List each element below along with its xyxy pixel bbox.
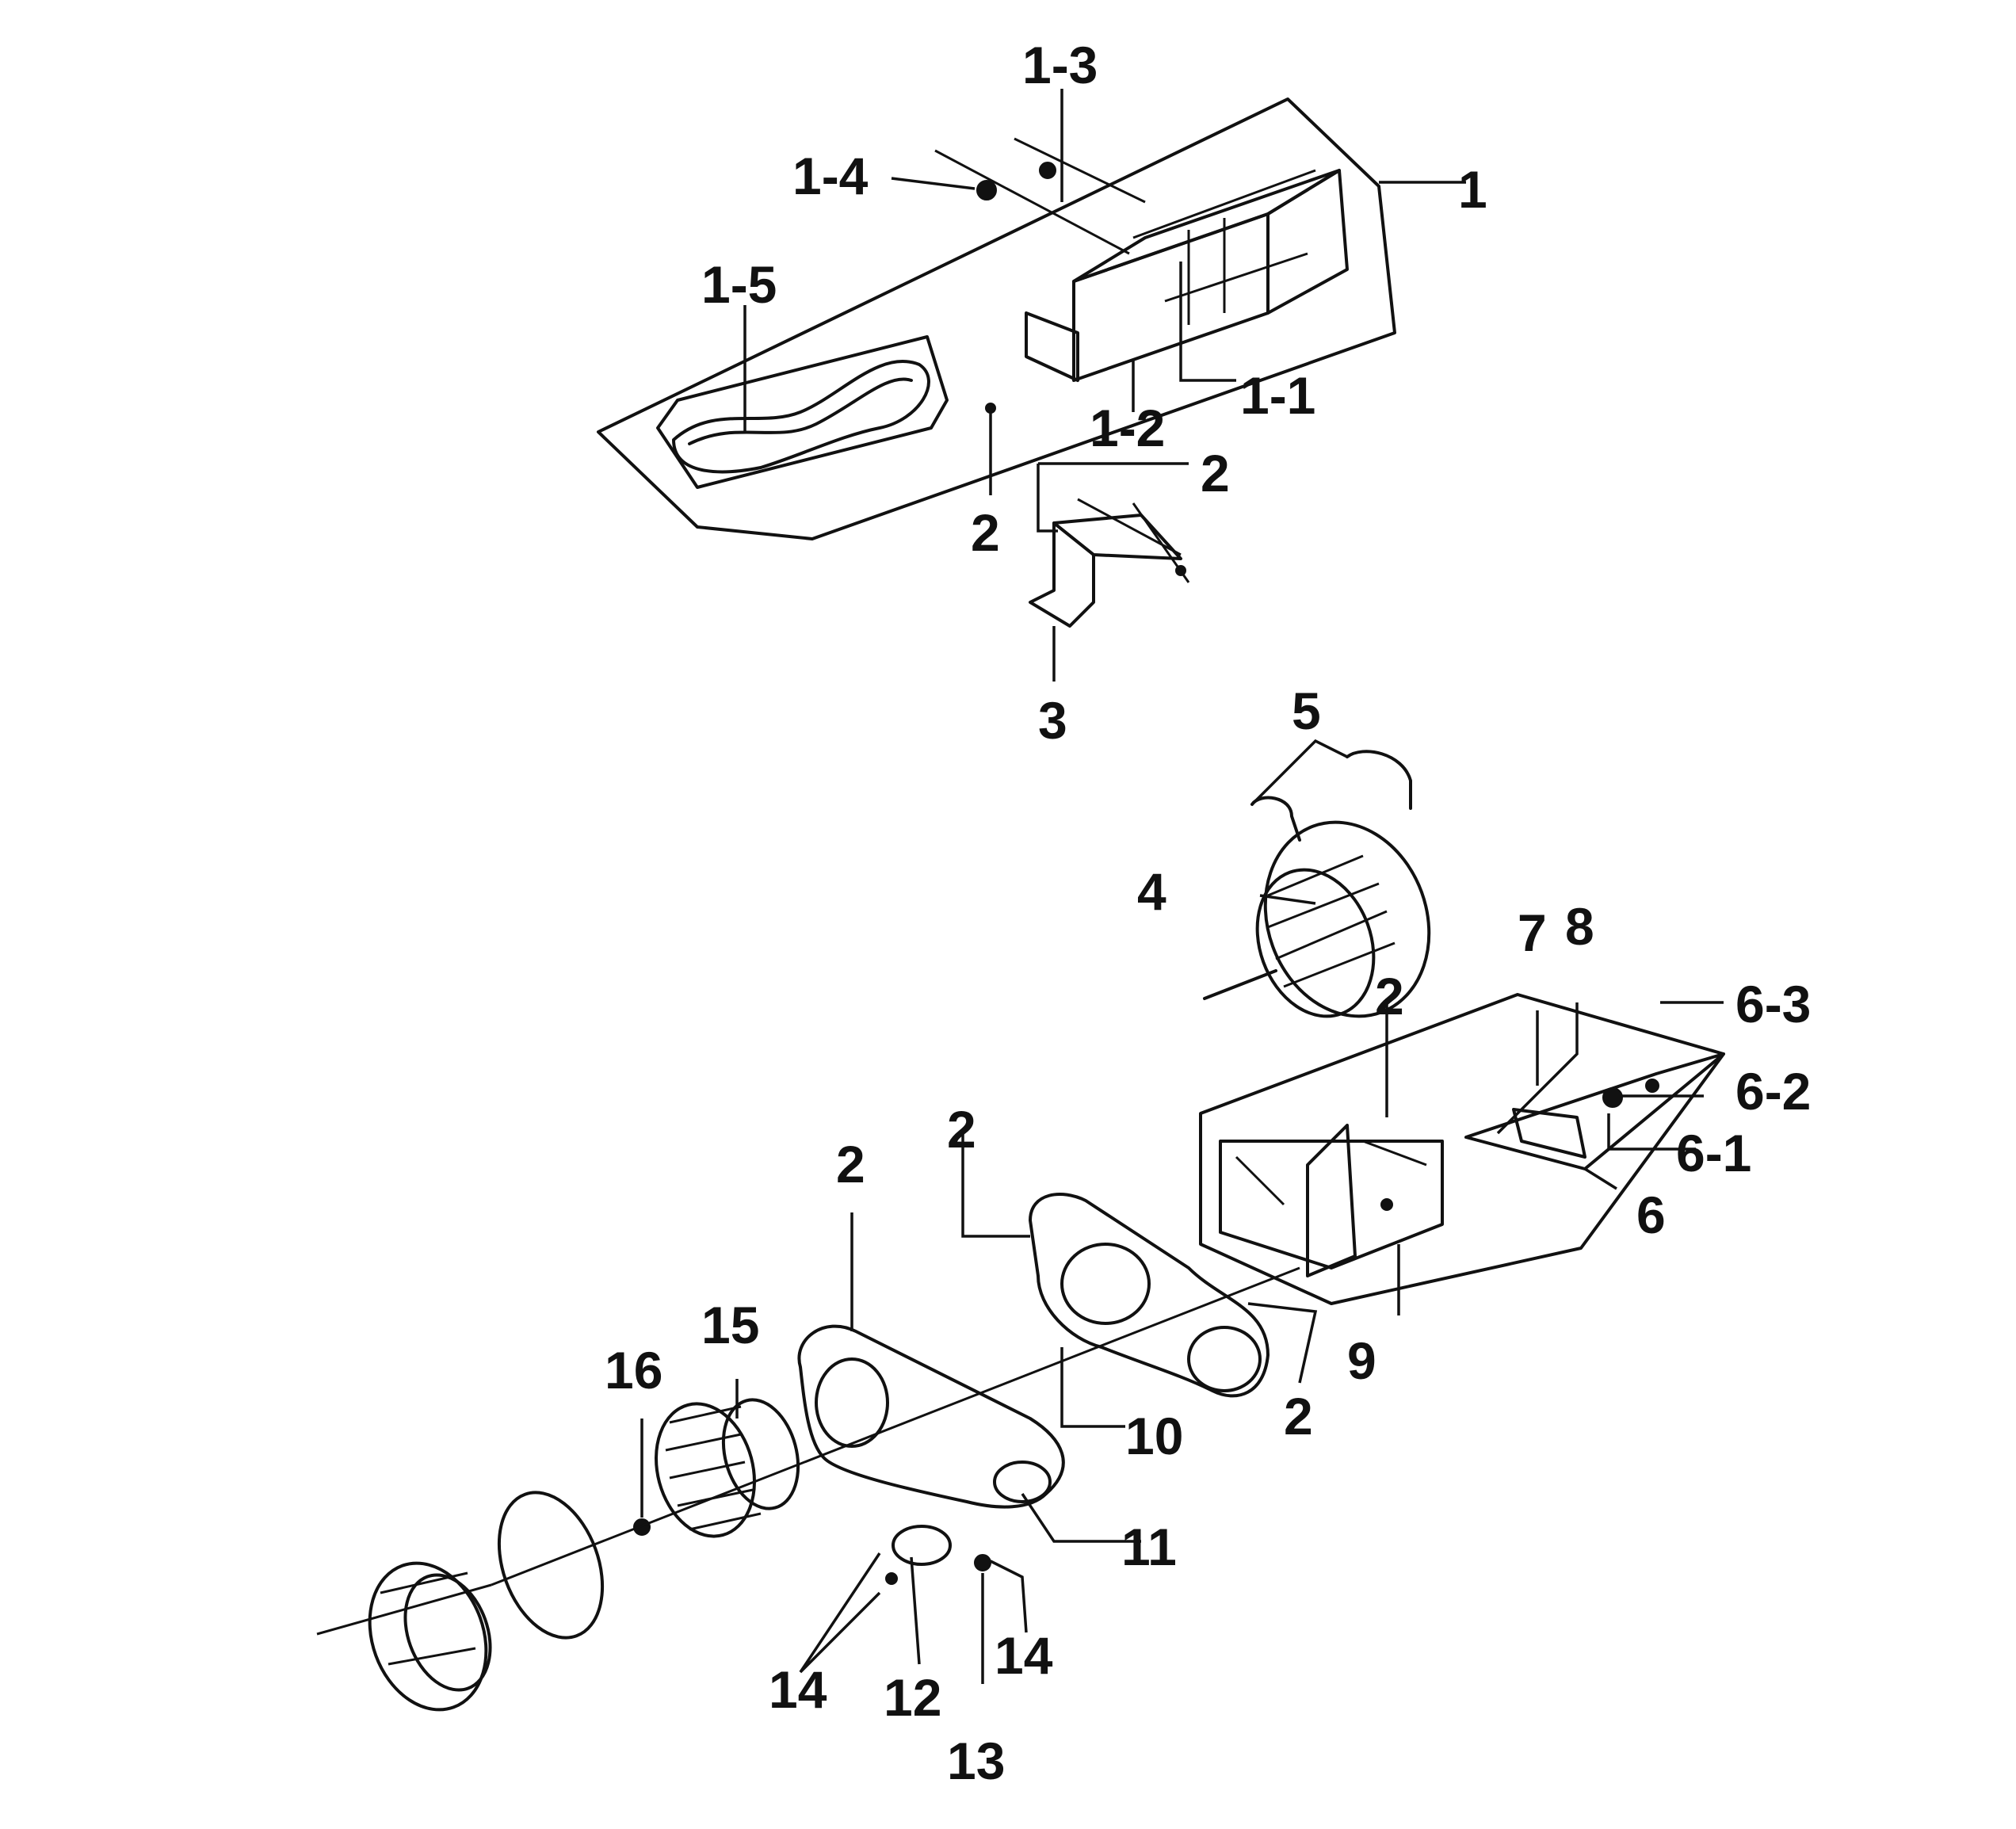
heater-housing: [1025, 169, 1349, 382]
label-10: 10: [1125, 1407, 1183, 1465]
label-11: 11: [1121, 1518, 1177, 1576]
heater-assembly-outline: [597, 97, 1396, 540]
label-7: 7: [1518, 903, 1547, 962]
bearing-13: [974, 1554, 991, 1571]
label-6-1: 6-1: [1676, 1124, 1751, 1182]
label-3: 3: [1038, 691, 1067, 750]
label-8: 8: [1565, 897, 1594, 956]
label-14-right: 14: [995, 1626, 1053, 1685]
callouts: 1-3 1-4 1 1-5 1-1 1-2 2 2 3 5 4 7 8 2 6-…: [605, 36, 1811, 1790]
heater-coil-1-5: [656, 335, 949, 489]
label-2-top-left: 2: [971, 503, 1000, 562]
label-1: 1: [1458, 160, 1487, 219]
label-5: 5: [1292, 682, 1321, 740]
label-16: 16: [605, 1341, 662, 1399]
label-14-left: 14: [769, 1660, 827, 1719]
label-2-motor: 2: [1375, 967, 1404, 1025]
blower-cover-11: [797, 1324, 1065, 1509]
label-6-2: 6-2: [1735, 1062, 1811, 1121]
label-15: 15: [701, 1296, 759, 1354]
front-cover: [368, 1561, 492, 1712]
thermostat-1-4: [934, 149, 1130, 255]
label-9: 9: [1347, 1331, 1376, 1390]
thermostat-1-3: [1014, 137, 1146, 204]
label-1-5: 1-5: [701, 255, 777, 314]
screw-14: [885, 1572, 898, 1585]
label-13: 13: [947, 1732, 1005, 1790]
label-2-housing-right: 2: [947, 1100, 976, 1159]
label-6-3: 6-3: [1735, 975, 1811, 1033]
label-2-lower-right: 2: [1284, 1387, 1313, 1445]
blower-housing-10: [1029, 1193, 1270, 1398]
fan-wheel-15: [655, 1398, 800, 1538]
clip-5b: [1346, 750, 1412, 810]
label-1-3: 1-3: [1022, 36, 1098, 94]
blower-assembly-group: [316, 750, 1725, 1712]
clip-5a: [1250, 796, 1301, 842]
gasket-ring: [497, 1491, 605, 1640]
motor-bracket-9: [1219, 1124, 1444, 1277]
label-6: 6: [1636, 1186, 1666, 1244]
motor-switch-6: [1464, 1052, 1725, 1170]
label-2-cover: 2: [836, 1135, 865, 1193]
heater-assembly-group: [597, 97, 1396, 628]
label-1-1: 1-1: [1240, 366, 1315, 425]
label-1-2: 1-2: [1090, 399, 1165, 457]
motor-mount-outline: [1199, 993, 1725, 1305]
label-2-top-right: 2: [1201, 444, 1230, 502]
label-12: 12: [884, 1668, 941, 1727]
shaft-axis: [316, 1583, 492, 1636]
leader-lines: [640, 89, 1724, 1684]
label-4: 4: [1137, 862, 1166, 921]
motor-4: [1203, 820, 1431, 1018]
label-1-4: 1-4: [792, 147, 869, 205]
bearing-12: [892, 1525, 952, 1566]
screw-2: [985, 403, 996, 414]
bracket-3: [1029, 498, 1190, 628]
